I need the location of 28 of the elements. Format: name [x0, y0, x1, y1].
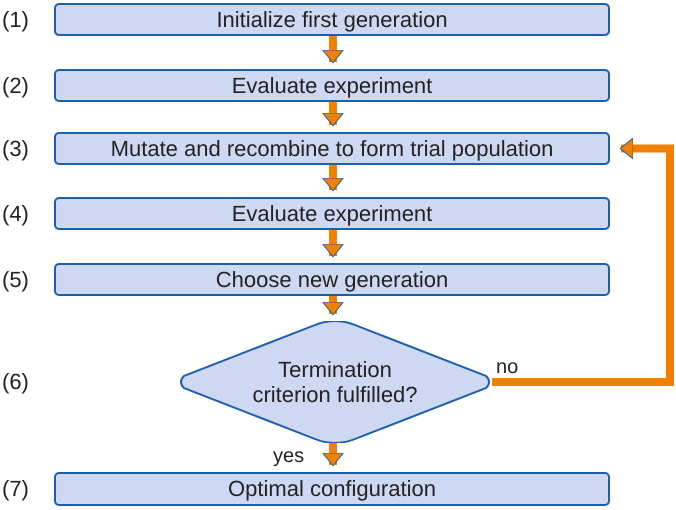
step-text: Evaluate experiment	[232, 200, 432, 226]
step-text: Evaluate experiment	[232, 72, 432, 98]
step-number: (1)	[2, 7, 29, 33]
step-text: Termination criterion fulfilled?	[251, 356, 419, 408]
process-box	[54, 472, 610, 506]
step-number: (2)	[2, 73, 29, 99]
process-box	[54, 132, 610, 165]
step-number: (3)	[2, 136, 29, 162]
arrow	[322, 165, 344, 192]
step-text: Initialize first generation	[216, 6, 448, 32]
process-box	[54, 69, 610, 102]
arrow	[322, 36, 344, 64]
step-text: Optimal configuration	[228, 476, 436, 502]
arrow	[322, 230, 344, 258]
process-box	[54, 3, 610, 36]
arrow	[492, 138, 674, 386]
step-text: Choose new generation	[216, 266, 448, 292]
arrow	[322, 443, 344, 466]
decision-diamond	[178, 321, 492, 443]
arrow	[322, 296, 344, 316]
arrow	[322, 102, 344, 126]
process-box	[54, 263, 610, 296]
step-number: (5)	[2, 267, 29, 293]
step-text: Mutate and recombine to form trial population	[110, 136, 554, 162]
step-number: (4)	[2, 201, 29, 227]
process-box	[54, 197, 610, 230]
step-number: (6)	[2, 369, 29, 395]
step-number: (7)	[2, 476, 29, 502]
